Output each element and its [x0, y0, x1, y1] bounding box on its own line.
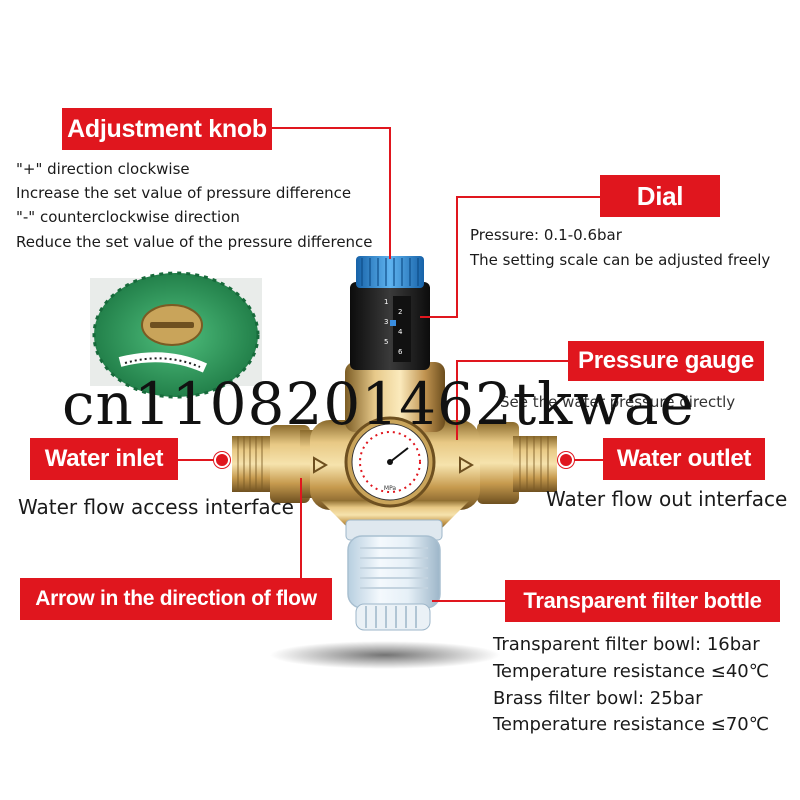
filter-bottle-line-4: Temperature resistance ≤70℃ — [493, 714, 769, 735]
leader-knob-v — [389, 127, 391, 259]
leader-arrow-v — [300, 478, 302, 578]
filter-bottle-tag: Transparent filter bottle — [505, 580, 780, 622]
filter-bottle-line-1: Transparent filter bowl: 16bar — [493, 634, 760, 655]
adjustment-knob-line-4: Reduce the set value of the pressure dif… — [16, 233, 373, 251]
dial-housing: 1 2 3 4 5 6 — [350, 282, 430, 370]
water-outlet-line-1: Water flow out interface — [546, 487, 788, 511]
filter-bottle-line-2: Temperature resistance ≤40℃ — [493, 661, 769, 682]
leader-knob-h — [270, 127, 391, 129]
outlet-connector — [477, 422, 557, 504]
dial-scale-number: 6 — [398, 348, 403, 356]
dial-scale-number: 3 — [384, 318, 388, 326]
dial-line-1: Pressure: 0.1-0.6bar — [470, 226, 622, 244]
adjustment-knob-line-3: "-" counterclockwise direction — [16, 208, 240, 226]
knob-photo-inset — [90, 271, 262, 399]
dial-scale-number: 1 — [384, 298, 388, 306]
leader-bottle — [432, 600, 510, 602]
flow-arrow-tag: Arrow in the direction of flow — [20, 578, 332, 620]
adjustment-knob-line-2: Increase the set value of pressure diffe… — [16, 184, 352, 202]
leader-gauge-h — [456, 360, 572, 362]
flow-arrow-left — [313, 456, 328, 474]
flow-arrow-right — [459, 456, 474, 474]
inlet-marker-dot — [214, 452, 230, 468]
svg-text:MPa: MPa — [384, 485, 397, 492]
leader-inlet — [176, 459, 224, 461]
leader-outlet — [568, 459, 604, 461]
leader-dial-h — [456, 196, 604, 198]
leader-dial-h2 — [420, 316, 458, 318]
adjustment-knob-line-1: "+" direction clockwise — [16, 160, 190, 178]
water-inlet-tag: Water inlet — [30, 438, 178, 480]
inlet-connector — [232, 425, 320, 503]
adjustment-knob-tag: Adjustment knob — [62, 108, 272, 150]
water-inlet-line-1: Water flow access interface — [18, 495, 294, 519]
dial-scale-number: 4 — [398, 328, 403, 336]
outlet-marker-dot — [558, 452, 574, 468]
leader-gauge-v — [456, 360, 458, 440]
filter-bottle-line-3: Brass filter bowl: 25bar — [493, 688, 703, 709]
pressure-gauge-tag: Pressure gauge — [568, 341, 764, 381]
floor-shadow — [270, 641, 500, 669]
dial-line-2: The setting scale can be adjusted freely — [470, 251, 771, 269]
dial-scale-number: 5 — [384, 338, 388, 346]
leader-dial-v — [456, 196, 458, 318]
water-outlet-tag: Water outlet — [603, 438, 765, 480]
pressure-gauge: MPa — [344, 416, 436, 508]
dial-tag: Dial — [600, 175, 720, 217]
filter-bowl — [345, 519, 443, 631]
pressure-gauge-line-1: See the water pressure directly — [500, 393, 736, 411]
blue-knob — [356, 256, 424, 288]
dial-scale-number: 2 — [398, 308, 402, 316]
